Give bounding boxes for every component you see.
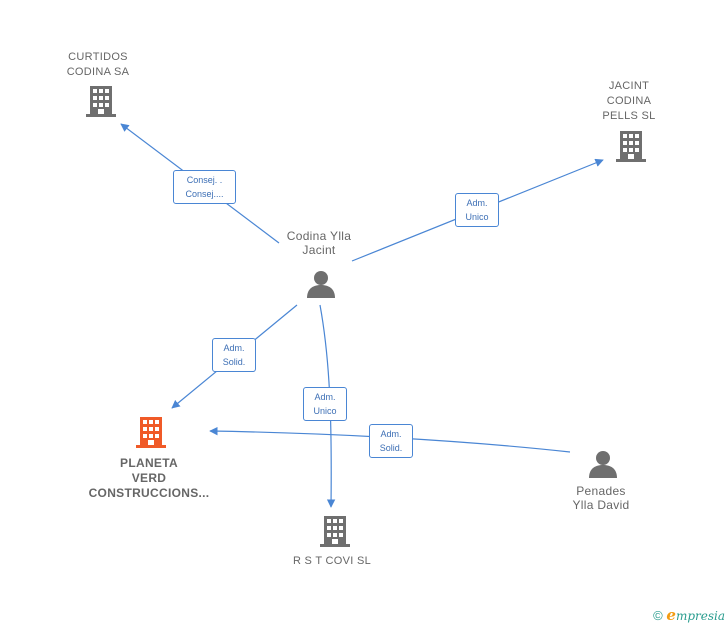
node-label-curtidos[interactable]: CURTIDOS CODINA SA	[66, 51, 130, 78]
brand-watermark: © empresia	[653, 606, 725, 624]
building-icon[interactable]	[136, 417, 166, 448]
edge-label-adm-unico-rst[interactable]: Adm. Unico	[303, 387, 347, 421]
person-icon[interactable]	[307, 271, 335, 298]
edge-label-adm-unico-jacint[interactable]: Adm. Unico	[455, 193, 499, 227]
edge-label-consej[interactable]: Consej. . Consej....	[173, 170, 236, 204]
edge-label-adm-solid-planeta[interactable]: Adm. Solid.	[212, 338, 256, 372]
node-label-rst[interactable]: R S T COVI SL	[292, 555, 372, 567]
node-label-planeta[interactable]: PLANETA VERD CONSTRUCCIONS...	[88, 456, 210, 500]
building-icon[interactable]	[320, 516, 350, 547]
building-icon[interactable]	[86, 86, 116, 117]
edge-label-adm-solid-penades[interactable]: Adm. Solid.	[369, 424, 413, 458]
brand-logo: empresia	[666, 606, 725, 624]
node-label-codina[interactable]: Codina Ylla Jacint	[286, 229, 352, 257]
node-label-jacint[interactable]: JACINT CODINA PELLS SL	[602, 80, 656, 122]
copyright-icon: ©	[653, 608, 663, 623]
node-label-penades[interactable]: Penades Ylla David	[572, 484, 630, 512]
building-icon[interactable]	[616, 131, 646, 162]
person-icon[interactable]	[589, 451, 617, 478]
